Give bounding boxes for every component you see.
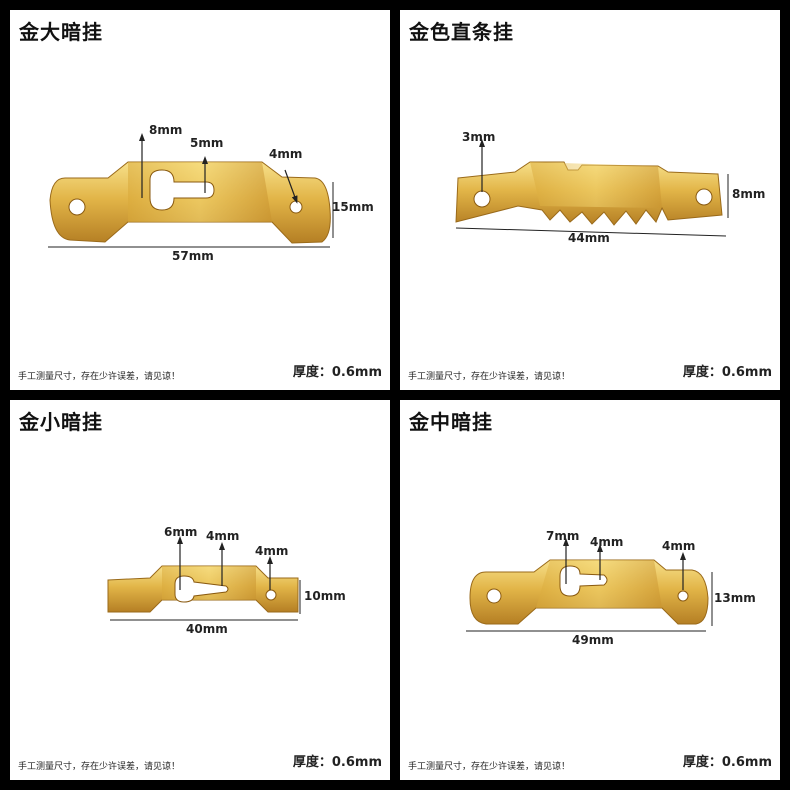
dim-label-length: 49mm: [572, 633, 614, 647]
dim-label-height: 15mm: [332, 200, 374, 214]
dim-label-hole: 3mm: [462, 130, 495, 144]
dim-label-height: 10mm: [304, 589, 346, 603]
dim-label-1: 8mm: [149, 123, 182, 137]
panel-title: 金小暗挂: [19, 410, 103, 434]
panel-title: 金中暗挂: [409, 410, 493, 434]
dim-label-length: 57mm: [172, 249, 214, 263]
thickness-label: 厚度：0.6mm: [682, 365, 772, 380]
dim-label-height: 13mm: [714, 591, 756, 605]
thickness-label: 厚度：0.6mm: [682, 755, 772, 770]
hole-left: [486, 588, 502, 604]
dim-label-2: 4mm: [206, 529, 239, 543]
panel-large-hanger: 金大暗挂 8mm 5mm 4mm 15mm 57mm 手工测量尺寸，存在少许误差…: [10, 10, 390, 390]
hole-right: [265, 589, 277, 601]
sawtooth-hanger-illustration: 3mm 8mm 44mm: [455, 130, 765, 245]
panel-title: 金色直条挂: [409, 20, 514, 44]
hole-right: [677, 590, 689, 602]
hole-right: [695, 188, 713, 206]
measurement-note: 手工测量尺寸，存在少许误差，请见谅！: [18, 372, 181, 382]
dim-label-length: 40mm: [186, 622, 228, 636]
panel-title: 金大暗挂: [19, 20, 103, 44]
dim-label-3: 4mm: [255, 544, 288, 558]
dim-label-3: 4mm: [269, 147, 302, 161]
dim-label-length: 44mm: [568, 231, 610, 245]
dim-label-3: 4mm: [662, 539, 695, 553]
medium-hanger-illustration: 7mm 4mm 4mm 13mm 49mm: [466, 529, 756, 647]
dim-label-height: 8mm: [732, 187, 765, 201]
small-hanger-illustration: 6mm 4mm 4mm 10mm 40mm: [107, 525, 346, 636]
panel-medium-hanger: 金中暗挂 7mm 4mm 4mm 13mm 49mm 手工测量尺寸，存在少许误差…: [400, 400, 780, 780]
thickness-label: 厚度：0.6mm: [292, 755, 382, 770]
hole-left: [68, 198, 86, 216]
keyhole: [149, 169, 215, 211]
keyhole: [559, 565, 608, 597]
dim-label-1: 6mm: [164, 525, 197, 539]
measurement-note: 手工测量尺寸，存在少许误差，请见谅！: [408, 372, 571, 382]
thickness-label: 厚度：0.6mm: [292, 365, 382, 380]
hole-left: [473, 190, 491, 208]
panel-sawtooth-hanger: 金色直条挂 3mm 8mm 44mm 手工测量尺寸，存在少许误差，请见谅！ 厚度…: [400, 10, 780, 390]
large-hanger-illustration: 8mm 5mm 4mm 15mm 57mm: [48, 123, 374, 263]
hole-right: [289, 200, 303, 214]
keyhole: [174, 575, 229, 603]
dim-label-2: 5mm: [190, 136, 223, 150]
measurement-note: 手工测量尺寸，存在少许误差，请见谅！: [408, 762, 571, 772]
dim-label-2: 4mm: [590, 535, 623, 549]
panel-small-hanger: 金小暗挂 6mm 4mm 4mm 10mm 40mm 手工测量尺寸，存在少许误差…: [10, 400, 390, 780]
measurement-note: 手工测量尺寸，存在少许误差，请见谅！: [18, 762, 181, 772]
dim-label-1: 7mm: [546, 529, 579, 543]
